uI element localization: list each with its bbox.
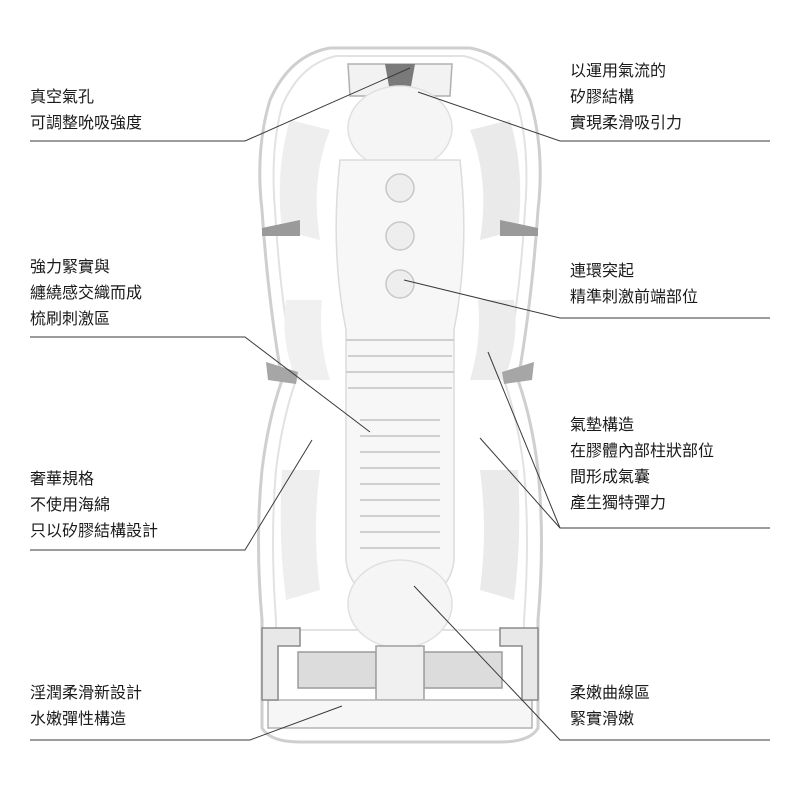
label-line: 氣墊構造 — [570, 415, 635, 434]
label-silicone-airflow: 以運用氣流的 矽膠結構 實現柔滑吸引力 — [570, 58, 682, 136]
label-line: 間形成氣囊 — [570, 467, 651, 486]
label-lube-design: 淫潤柔滑新設計 水嫩彈性構造 — [30, 680, 142, 732]
base-right-clip — [499, 627, 539, 701]
label-line: 淫潤柔滑新設計 — [30, 683, 143, 702]
label-air-cushion: 氣墊構造 在膠體內部柱狀部位 間形成氣囊 產生獨特彈力 — [570, 412, 714, 516]
right-shade-top — [470, 120, 521, 240]
label-soft-curve: 柔嫩曲線區 緊實滑嫩 — [570, 680, 650, 732]
gear-bumps — [385, 173, 415, 299]
label-line: 產生獨特彈力 — [570, 493, 667, 512]
label-line: 梳刷刺激區 — [30, 309, 111, 328]
label-line: 真空氣孔 — [30, 87, 95, 106]
label-connected-bumps: 連環突起 精準刺激前端部位 — [570, 258, 698, 310]
right-fin-1 — [500, 220, 538, 236]
base-center-plug — [375, 645, 425, 701]
label-line: 連環突起 — [570, 261, 635, 280]
left-shade-top — [279, 120, 330, 240]
label-line: 水嫩彈性構造 — [30, 709, 127, 728]
leader-vacuum-hole — [30, 67, 411, 142]
leader-silicone-airflow — [417, 91, 770, 142]
label-line: 纏繞感交織而成 — [30, 283, 143, 302]
leader-lube-design — [30, 705, 343, 741]
label-line: 矽膠結構 — [570, 87, 635, 106]
left-fin-2 — [266, 362, 298, 384]
leader-luxury-spec — [30, 439, 313, 551]
label-strong-ribs: 強力緊實與 纏繞感交織而成 梳刷刺激區 — [30, 254, 142, 332]
label-line: 實現柔滑吸引力 — [570, 113, 683, 132]
left-fin-1 — [262, 220, 300, 236]
base-bottom — [267, 699, 533, 729]
right-shade-mid — [470, 300, 516, 380]
leader-air-cushion-2 — [487, 351, 561, 529]
base-right-foam — [423, 651, 503, 689]
label-line: 不使用海綿 — [30, 495, 111, 514]
label-line: 精準刺激前端部位 — [570, 287, 699, 306]
right-shade-low — [480, 470, 520, 600]
base-left-clip — [261, 627, 301, 701]
label-line: 只以矽膠結構設計 — [30, 521, 159, 540]
bottom-bulb — [347, 559, 453, 649]
label-luxury-spec: 奢華規格 不使用海綿 只以矽膠結構設計 — [30, 466, 158, 544]
label-line: 奢華規格 — [30, 469, 95, 488]
leader-strong-ribs — [30, 336, 371, 433]
vacuum-hole — [385, 64, 415, 92]
leader-soft-curve — [413, 585, 770, 741]
leader-lines — [30, 67, 770, 741]
label-line: 以運用氣流的 — [570, 61, 667, 80]
right-fin-2 — [502, 362, 534, 384]
label-line: 緊實滑嫩 — [570, 709, 635, 728]
label-line: 柔嫩曲線區 — [570, 683, 651, 702]
base-left-foam — [297, 651, 377, 689]
label-vacuum-hole: 真空氣孔 可調整吮吸強度 — [30, 84, 142, 136]
canal-ribs — [346, 339, 454, 549]
label-line: 強力緊實與 — [30, 257, 111, 276]
label-line: 可調整吮吸強度 — [30, 113, 143, 132]
label-line: 在膠體內部柱狀部位 — [570, 441, 715, 460]
left-shade-low — [280, 470, 320, 600]
leader-connected-bumps — [403, 279, 770, 319]
left-shade-mid — [284, 300, 330, 380]
